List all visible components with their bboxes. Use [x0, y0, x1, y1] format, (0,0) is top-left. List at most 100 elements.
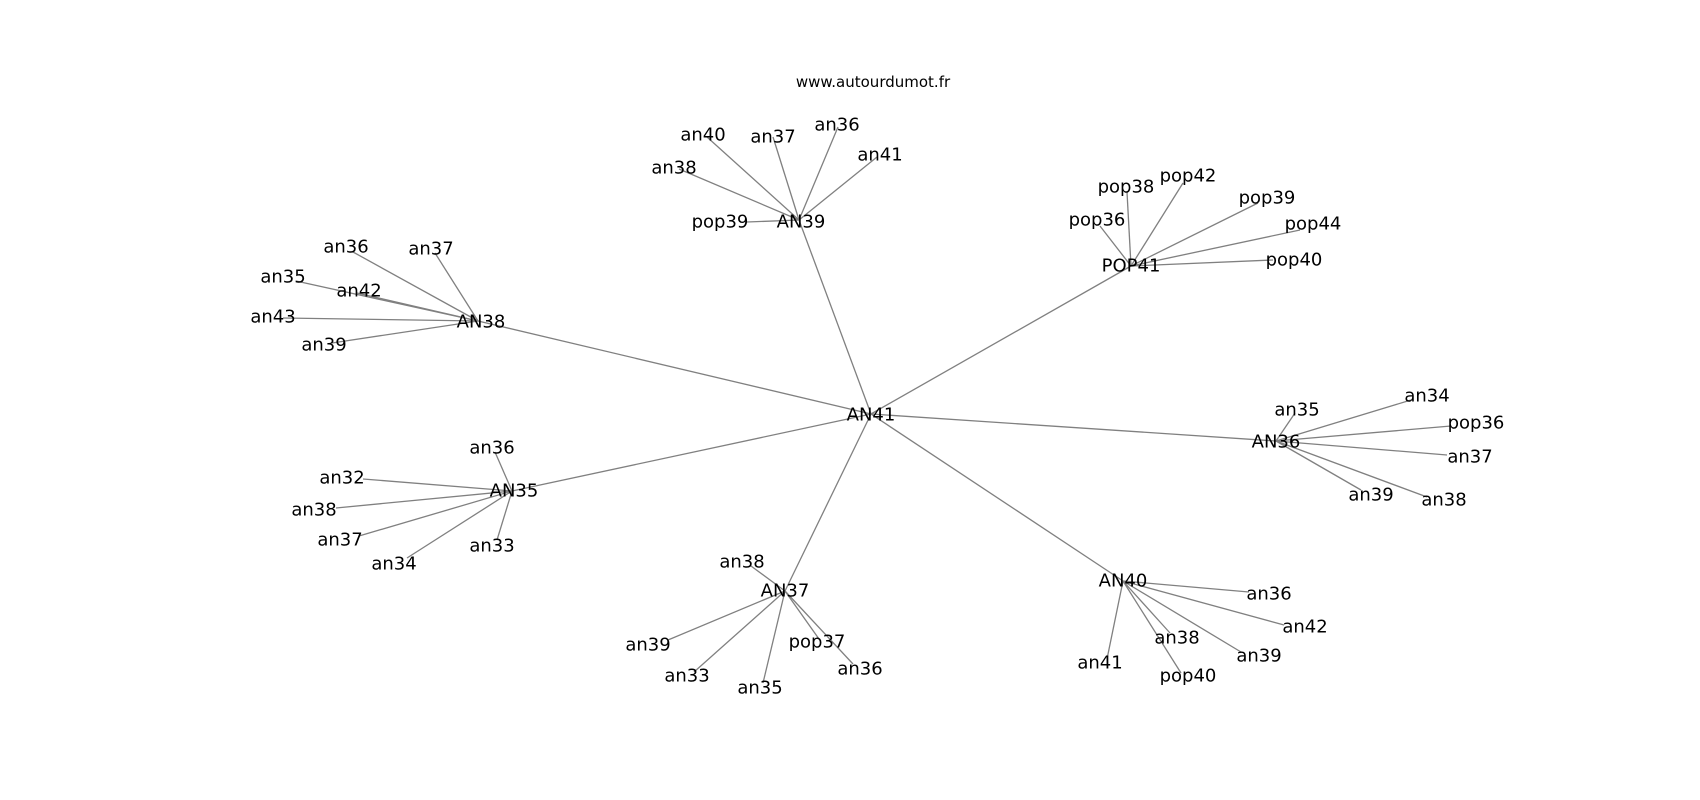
leaf-node-label: pop40	[1160, 666, 1217, 687]
hub-node-label: AN35	[490, 481, 539, 502]
leaf-node-label: an36	[814, 115, 859, 136]
leaf-node-label: an40	[680, 125, 725, 146]
edge-hub-an39-leaf-1	[772, 136, 800, 221]
edge-hub-an37-leaf-4	[693, 590, 786, 673]
edge-hub-an36-leaf-3	[1275, 440, 1448, 456]
leaf-node-label: an37	[750, 127, 795, 148]
leaf-node-label: an36	[323, 237, 368, 258]
leaf-node-label: an38	[651, 158, 696, 179]
graph-labels: an36 an37 an35 an42 an43 an39 AN38 an40 an37 an36…	[250, 115, 1504, 699]
hub-node-label: POP41	[1102, 256, 1161, 277]
hub-node-label: AN38	[457, 312, 506, 333]
leaf-node-label: an36	[469, 438, 514, 459]
leaf-node-label: an41	[1077, 653, 1122, 674]
leaf-node-label: pop38	[1098, 177, 1155, 198]
edge-hub-pop41-leaf-0	[1126, 191, 1132, 267]
leaf-node-label: an39	[1348, 485, 1393, 506]
leaf-node-label: an33	[469, 536, 514, 557]
leaf-node-label: an37	[408, 239, 453, 260]
edge-hub-an35-leaf-5	[496, 490, 513, 541]
edge-hub-an39-leaf-5	[746, 219, 800, 223]
edge-hub-an35-leaf-4	[406, 490, 513, 559]
watermark-text: www.autourdumot.fr	[796, 73, 951, 91]
leaf-node-label: an38	[1154, 628, 1199, 649]
leaf-node-label: pop39	[692, 212, 749, 233]
edge-hub-an36-leaf-2	[1275, 425, 1452, 442]
edge-center-hub-an38	[477, 320, 872, 415]
leaf-node-label: an35	[737, 678, 782, 699]
edge-hub-an38-leaf-3	[356, 292, 479, 322]
edge-hub-an36-leaf-1	[1275, 399, 1412, 442]
leaf-node-label: an36	[837, 659, 882, 680]
edge-hub-an40-leaf-5	[1122, 580, 1182, 674]
edge-hub-an35-leaf-3	[358, 490, 513, 537]
leaf-node-label: an42	[1282, 617, 1327, 638]
edge-hub-an39-leaf-3	[798, 156, 878, 221]
edge-center-hub-pop41	[870, 265, 1132, 415]
leaf-node-label: an38	[1421, 490, 1466, 511]
edge-hub-pop41-leaf-3	[1099, 225, 1132, 267]
leaf-node-label: pop39	[1239, 188, 1296, 209]
leaf-node-label: an37	[1447, 447, 1492, 468]
edge-hub-an40-leaf-3	[1122, 580, 1242, 653]
leaf-node-label: an32	[319, 468, 364, 489]
edge-center-hub-an35	[511, 413, 872, 492]
edge-hub-an38-leaf-4	[282, 317, 479, 322]
leaf-node-label: an41	[857, 145, 902, 166]
leaf-node-label: an39	[625, 635, 670, 656]
hub-node-label: AN39	[777, 212, 826, 233]
leaf-node-label: pop40	[1266, 250, 1323, 271]
edge-center-hub-an37	[784, 413, 872, 592]
edge-hub-an39-leaf-0	[706, 136, 800, 221]
edge-hub-an36-leaf-5	[1275, 440, 1428, 498]
edge-hub-pop41-leaf-5	[1130, 259, 1274, 267]
edge-hub-pop41-leaf-2	[1130, 202, 1259, 267]
leaf-node-label: pop37	[789, 632, 846, 653]
leaf-node-label: an33	[664, 666, 709, 687]
edge-hub-an37-leaf-3	[784, 590, 854, 665]
leaf-node-label: an36	[1246, 584, 1291, 605]
leaf-node-label: an42	[336, 281, 381, 302]
edge-hub-an39-leaf-4	[678, 168, 800, 221]
hub-node-label: AN40	[1099, 571, 1148, 592]
edge-hub-an38-leaf-1	[434, 252, 479, 322]
hub-node-label: AN36	[1252, 432, 1301, 453]
edge-hub-pop41-leaf-1	[1130, 182, 1184, 267]
hub-node-label: AN37	[761, 581, 810, 602]
leaf-node-label: an35	[260, 267, 305, 288]
edge-hub-an37-leaf-2	[667, 590, 786, 641]
edge-hub-an36-leaf-4	[1275, 440, 1362, 491]
edge-hub-an38-leaf-0	[352, 251, 479, 322]
edge-hub-pop41-leaf-4	[1130, 229, 1301, 267]
leaf-node-label: pop42	[1160, 166, 1217, 187]
leaf-node-label: pop44	[1285, 214, 1342, 235]
leaf-node-label: an39	[301, 335, 346, 356]
leaf-node-label: an43	[250, 307, 295, 328]
center-node-label: AN41	[847, 405, 896, 426]
edge-center-hub-an36	[870, 413, 1277, 442]
edge-hub-an40-leaf-2	[1122, 580, 1171, 634]
edge-hub-an36-leaf-0	[1275, 412, 1296, 442]
edge-hub-an39-leaf-2	[798, 126, 839, 221]
edge-hub-an35-leaf-2	[335, 490, 513, 509]
leaf-node-label: an37	[317, 530, 362, 551]
edge-hub-an35-leaf-1	[362, 478, 513, 492]
edge-hub-an35-leaf-0	[494, 451, 513, 492]
leaf-node-label: pop36	[1069, 210, 1126, 231]
leaf-node-label: an35	[1274, 400, 1319, 421]
edge-hub-an40-leaf-0	[1122, 580, 1250, 593]
leaf-node-label: an34	[371, 554, 416, 575]
leaf-node-label: an38	[291, 500, 336, 521]
edge-hub-an40-leaf-4	[1106, 580, 1124, 660]
edge-hub-an38-leaf-5	[331, 320, 479, 344]
graph-edges	[282, 126, 1452, 684]
leaf-node-label: an39	[1236, 646, 1281, 667]
edge-center-hub-an39	[798, 219, 872, 415]
edge-center-hub-an40	[870, 413, 1124, 582]
leaf-node-label: pop36	[1448, 413, 1505, 434]
edge-hub-an37-leaf-0	[750, 565, 786, 592]
edge-hub-an37-leaf-1	[784, 590, 820, 640]
edge-hub-an37-leaf-5	[762, 590, 786, 684]
leaf-node-label: an34	[1404, 386, 1449, 407]
